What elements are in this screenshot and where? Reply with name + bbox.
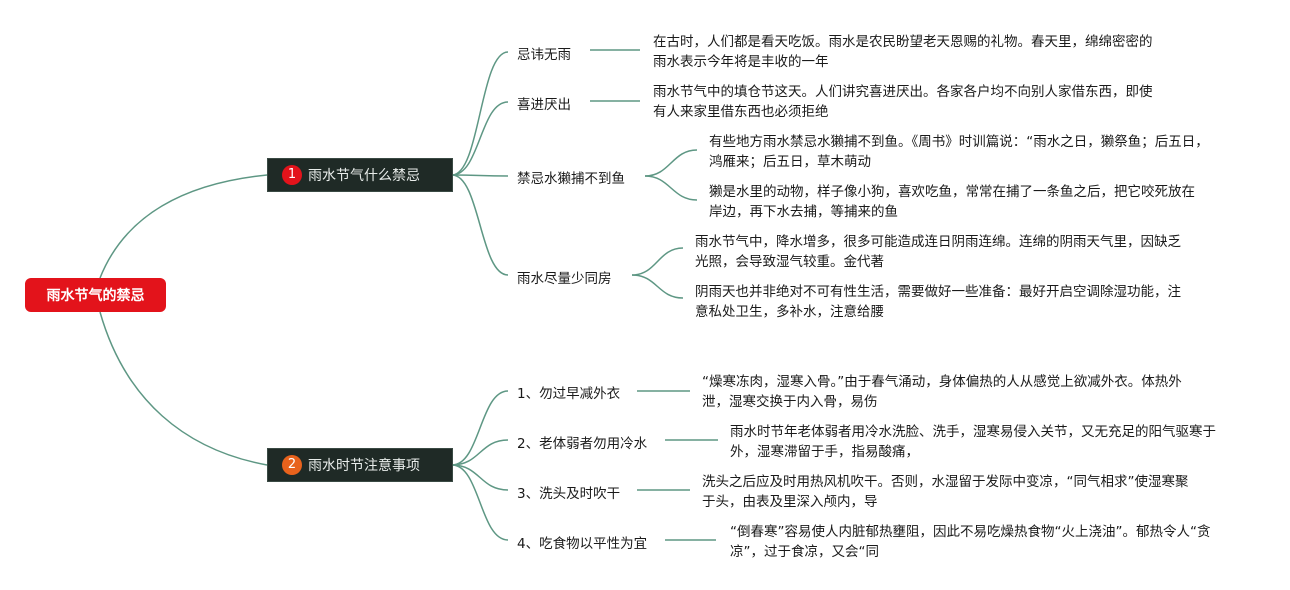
- subtopic-node[interactable]: 2、老体弱者勿用冷水: [517, 436, 648, 452]
- edge-sub3-leaf1: [644, 149, 698, 177]
- topic-number-badge: 2: [282, 455, 302, 475]
- edge-root-topic1: [99, 174, 268, 279]
- edge-sub4-leaf1: [631, 247, 684, 276]
- topic-label: 雨水时节注意事项: [308, 458, 420, 474]
- edge-sub3-leaf2: [644, 175, 698, 201]
- edge-sub4-leaf2: [631, 274, 684, 299]
- subtopic-node[interactable]: 雨水尽量少同房: [517, 271, 612, 287]
- detail-text: 獭是水里的动物，样子像小狗，喜欢吃鱼，常常在捕了一条鱼之后，把它咬死放在岸边，再…: [709, 184, 1195, 220]
- detail-text: 有些地方雨水禁忌水獭捕不到鱼。《周书》时训篇说：“雨水之日，獭祭鱼；后五日，鸿雁…: [709, 134, 1209, 170]
- edge-topic1-sub3: [451, 174, 509, 177]
- subtopic-node[interactable]: 忌讳无雨: [517, 47, 571, 63]
- edge-topic1-sub4: [451, 174, 509, 276]
- detail-text: 洗头之后应及时用热风机吹干。否则，水湿留于发际中变凉，“同气相求”使湿寒聚于头，…: [702, 474, 1189, 510]
- root-label: 雨水节气的禁忌: [46, 288, 145, 304]
- detail-text: 阴雨天也并非绝对不可有性生活，需要做好一些准备：最好开启空调除湿功能，注意私处卫…: [695, 284, 1181, 320]
- root-node[interactable]: 雨水节气的禁忌: [25, 278, 166, 312]
- subtopic-node[interactable]: 禁忌水獭捕不到鱼: [517, 171, 625, 187]
- edge-topic2-sub2: [451, 439, 509, 466]
- subtopic-node[interactable]: 1、勿过早减外衣: [517, 386, 621, 402]
- edge-topic2-sub4: [451, 464, 509, 541]
- detail-text: 雨水时节年老体弱者用冷水洗脸、洗手，湿寒易侵入关节，又无充足的阳气驱寒于外，湿寒…: [730, 424, 1216, 460]
- edge-topic2-sub3: [451, 464, 509, 491]
- detail-text: 雨水节气中，降水增多，很多可能造成连日阴雨连绵。连绵的阴雨天气里，因缺乏光照，会…: [695, 234, 1181, 270]
- edge-root-topic2: [99, 311, 268, 466]
- detail-text: 在古时，人们都是看天吃饭。雨水是农民盼望老天恩赐的礼物。春天里，绵绵密密的雨水表…: [653, 34, 1153, 70]
- topic-number-badge: 1: [282, 165, 302, 185]
- edge-topic2-sub1: [451, 390, 509, 466]
- subtopic-node[interactable]: 4、吃食物以平性为宜: [517, 536, 648, 552]
- detail-text: “倒春寒”容易使人内脏郁热壅阻，因此不易吃燥热食物“火上浇油”。郁热令人“贪凉”…: [730, 524, 1211, 560]
- edge-topic1-sub1: [451, 51, 509, 176]
- topic-node-1[interactable]: 1 雨水节气什么禁忌: [267, 158, 453, 192]
- edge-topic1-sub2: [451, 101, 509, 176]
- topic-node-2[interactable]: 2 雨水时节注意事项: [267, 448, 453, 482]
- subtopic-node[interactable]: 喜进厌出: [517, 97, 571, 113]
- detail-text: “燥寒冻肉，湿寒入骨。”由于春气涌动，身体偏热的人从感觉上欲减外衣。体热外泄，湿…: [702, 374, 1182, 410]
- subtopic-node[interactable]: 3、洗头及时吹干: [517, 486, 621, 502]
- topic-label: 雨水节气什么禁忌: [308, 168, 420, 184]
- detail-text: 雨水节气中的填仓节这天。人们讲究喜进厌出。各家各户均不向别人家借东西，即使有人来…: [653, 84, 1153, 120]
